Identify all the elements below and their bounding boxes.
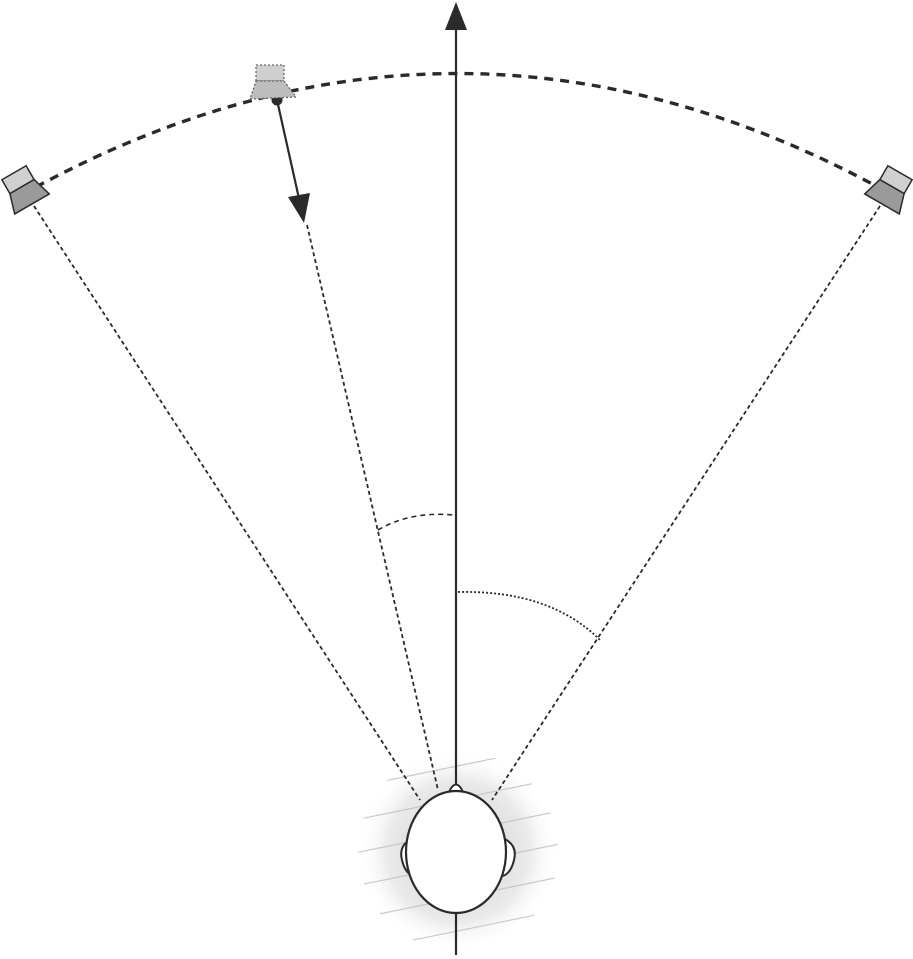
base-angle-arc xyxy=(457,591,601,641)
left-speaker-line xyxy=(33,205,421,801)
right-speaker-line xyxy=(491,205,881,801)
phantom-source-line xyxy=(306,224,439,791)
speaker-icon xyxy=(0,164,51,216)
panning-angle-arc xyxy=(377,513,455,531)
speaker-icon xyxy=(249,64,298,100)
speaker-icon xyxy=(863,164,913,216)
arrow-icon xyxy=(271,94,310,223)
head-icon xyxy=(400,783,516,915)
